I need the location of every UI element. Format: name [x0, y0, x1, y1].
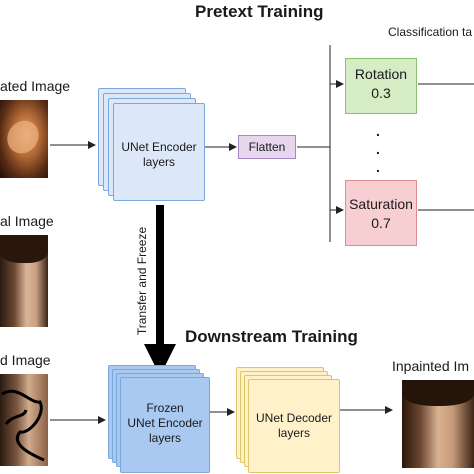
flatten-box: Flatten [238, 135, 296, 159]
ellipsis-dots: ... [376, 123, 380, 175]
inpainted-face-image [402, 380, 474, 468]
unet-decoder-stack: UNet Decoder layers [236, 367, 340, 473]
masked-face-image [0, 374, 48, 466]
rotation-value: 0.3 [371, 85, 391, 101]
frozen-label-line1: Frozen [146, 401, 184, 415]
downstream-input-label: d Image [0, 352, 51, 368]
pretext-title: Pretext Training [195, 2, 324, 21]
flatten-label: Flatten [248, 140, 286, 154]
saturation-value: 0.7 [371, 215, 391, 231]
output-label: Inpainted Im [392, 358, 470, 374]
original-image-label: al Image [0, 213, 54, 229]
pretext-input-label: ated Image [0, 78, 71, 94]
frozen-label-line3: layers [148, 431, 181, 445]
encoder-label-line1: UNet Encoder [121, 140, 197, 154]
saturation-label: Saturation [349, 196, 413, 212]
rotation-label: Rotation [354, 66, 408, 82]
frozen-encoder-stack: Frozen UNet Encoder layers [108, 365, 210, 473]
frozen-label-line2: UNet Encoder [127, 416, 203, 430]
decoder-label-line2: layers [277, 426, 310, 440]
decoder-label-line1: UNet Decoder [255, 411, 333, 425]
classification-label: Classification ta [388, 25, 473, 39]
rotated-face-image [0, 100, 48, 178]
downstream-title: Downstream Training [185, 327, 358, 346]
original-face-image [0, 235, 48, 327]
unet-encoder-stack: UNet Encoder layers [98, 88, 208, 208]
encoder-label-line2: layers [142, 155, 175, 169]
transfer-freeze-label: Transfer and Freeze [135, 226, 149, 336]
saturation-box: Saturation 0.7 [345, 180, 417, 246]
transfer-freeze-text-wrap: Transfer and Freeze [133, 215, 151, 347]
rotation-box: Rotation 0.3 [345, 58, 417, 114]
